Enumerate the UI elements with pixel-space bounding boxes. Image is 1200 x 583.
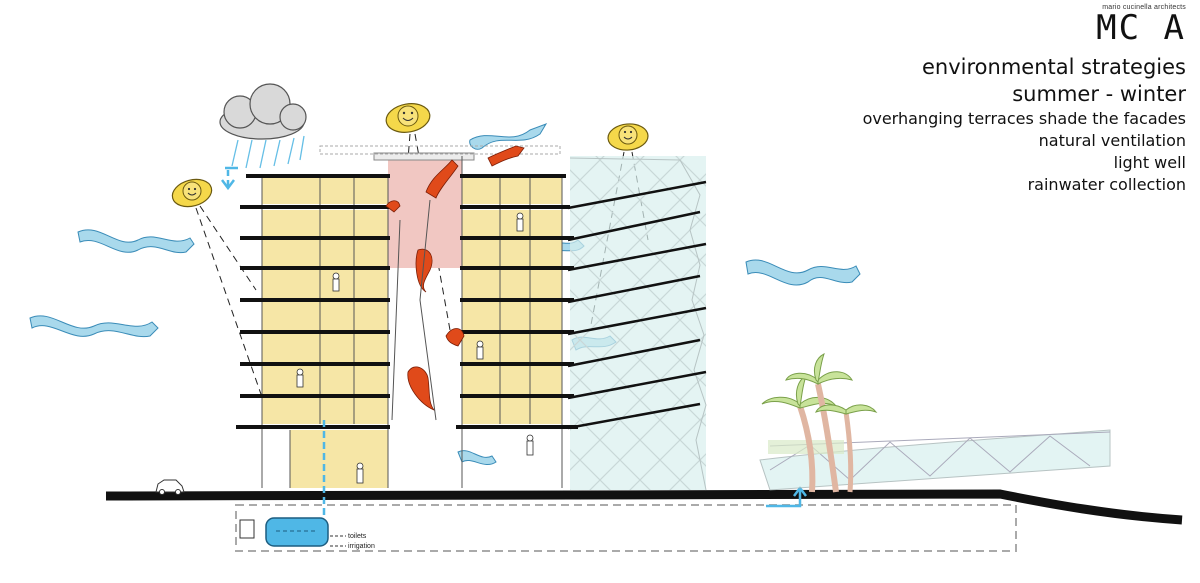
firm-name: mario cucinella architects [1102, 4, 1186, 11]
office-floors-right [462, 178, 562, 424]
palm-tree-icon [761, 375, 837, 493]
ground-line [105, 489, 1183, 525]
irrigation-label: irrigation [348, 543, 375, 550]
rainwater-downpipe-arrow-icon [221, 166, 238, 191]
palm-tree-icon [785, 353, 854, 493]
water-tank-icon [239, 517, 329, 547]
office-floors-left [262, 178, 388, 488]
strategy-item: rainwater collection [1027, 175, 1186, 194]
sun-icon [607, 123, 649, 151]
toilets-label: toilets [348, 533, 367, 540]
page-subtitle: summer - winter [1012, 82, 1186, 106]
sun-icon [385, 103, 431, 133]
overhanging-terraces [236, 174, 578, 429]
warm-air-arrow-icon [385, 145, 525, 411]
glazed-exoskeleton-facade [569, 156, 707, 491]
firm-logo: MC A [1096, 8, 1186, 48]
car-icon [155, 479, 185, 495]
page-title: environmental strategies [922, 55, 1186, 79]
occupant-figures [296, 212, 534, 484]
palm-tree-icon [815, 404, 878, 493]
strategy-item: light well [1113, 153, 1186, 172]
sun-icon [171, 178, 213, 208]
rain-cloud-icon [219, 83, 307, 169]
title-block: mario cucinella architects MC A environm… [863, 4, 1186, 196]
strategy-item: overhanging terraces shade the facades [862, 109, 1186, 128]
strategy-item: natural ventilation [1038, 131, 1186, 150]
underground-basin-outline [235, 504, 1017, 552]
wind-ribbon-icon [29, 123, 861, 466]
